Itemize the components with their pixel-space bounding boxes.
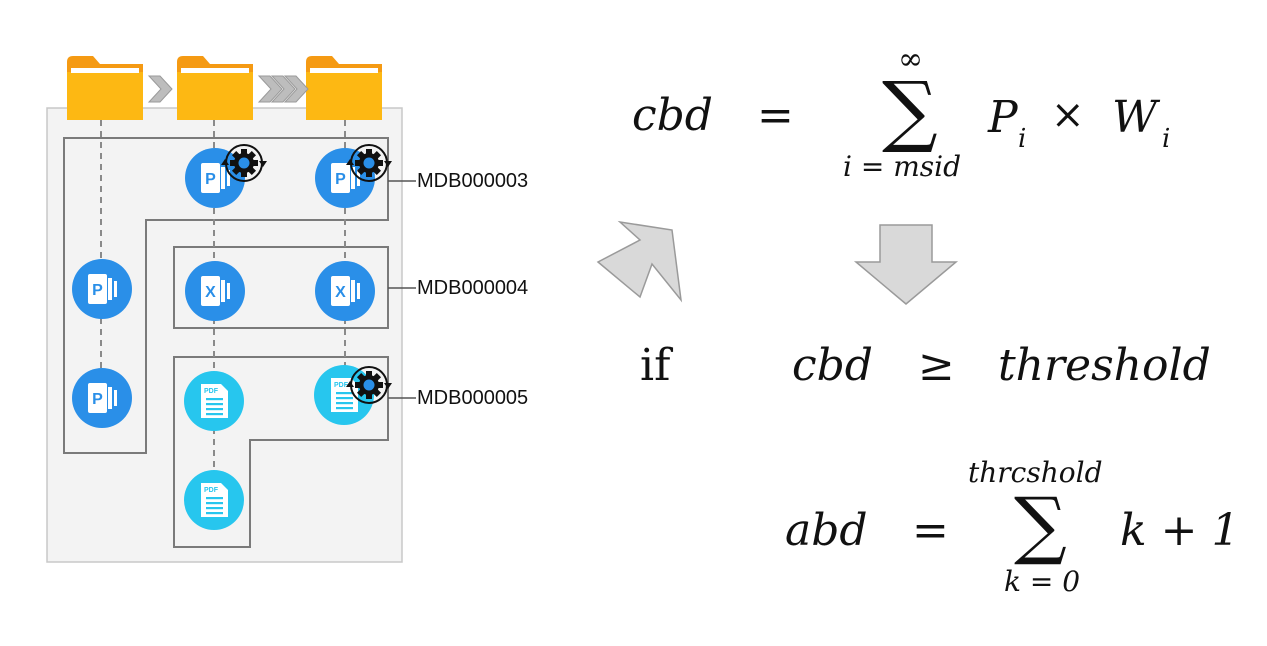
folder-icon [306,56,382,120]
if-label: if [640,340,671,391]
sum-lower-limit-k: k = 0 [1004,565,1081,598]
group-mdb000005-outline [173,356,389,548]
term-w: W [1112,92,1158,143]
group-mdb000003-outline [63,137,389,454]
sum-lower-limit: i = msid [843,150,962,183]
mdb-label-000003: MDB000003 [417,170,529,192]
term-p-subscript: i [1018,124,1027,154]
sum-upper-limit-threshold: thrcshold [968,456,1103,489]
triple-chevron-right-icon [257,75,309,103]
term-w-subscript: i [1162,124,1171,154]
formula-cbd-lhs: cbd [632,90,713,141]
excel-icon [315,261,375,321]
condition-operator: ≥ [918,340,955,391]
summation-sign: ∑ [882,66,938,156]
publisher-icon [72,368,132,428]
condition-rhs: threshold [998,340,1211,391]
arrow-down-icon [853,224,959,305]
sum-body: k + 1 [1120,505,1240,556]
formula-cbd-equals: = [757,90,794,141]
term-p: P [988,92,1018,143]
summation-sign-2: ∑ [1014,482,1067,568]
mdb-label-000004: MDB000004 [417,277,529,299]
arrow-up-right-icon [596,220,683,303]
sum-upper-limit: ∞ [898,42,923,77]
condition-lhs: cbd [792,340,873,391]
pdf-icon [184,470,244,530]
excel-icon [185,261,245,321]
pdf-icon [314,365,374,425]
formula-abd-lhs: abd [785,505,868,556]
folder-icon [177,56,253,120]
mdb-label-000005: MDB000005 [417,387,529,409]
formula-abd-equals: = [912,505,949,556]
folder-icon [67,56,143,120]
pdf-icon [184,371,244,431]
times-sign: × [1051,92,1085,138]
publisher-icon [72,259,132,319]
chevron-right-icon [147,75,173,103]
